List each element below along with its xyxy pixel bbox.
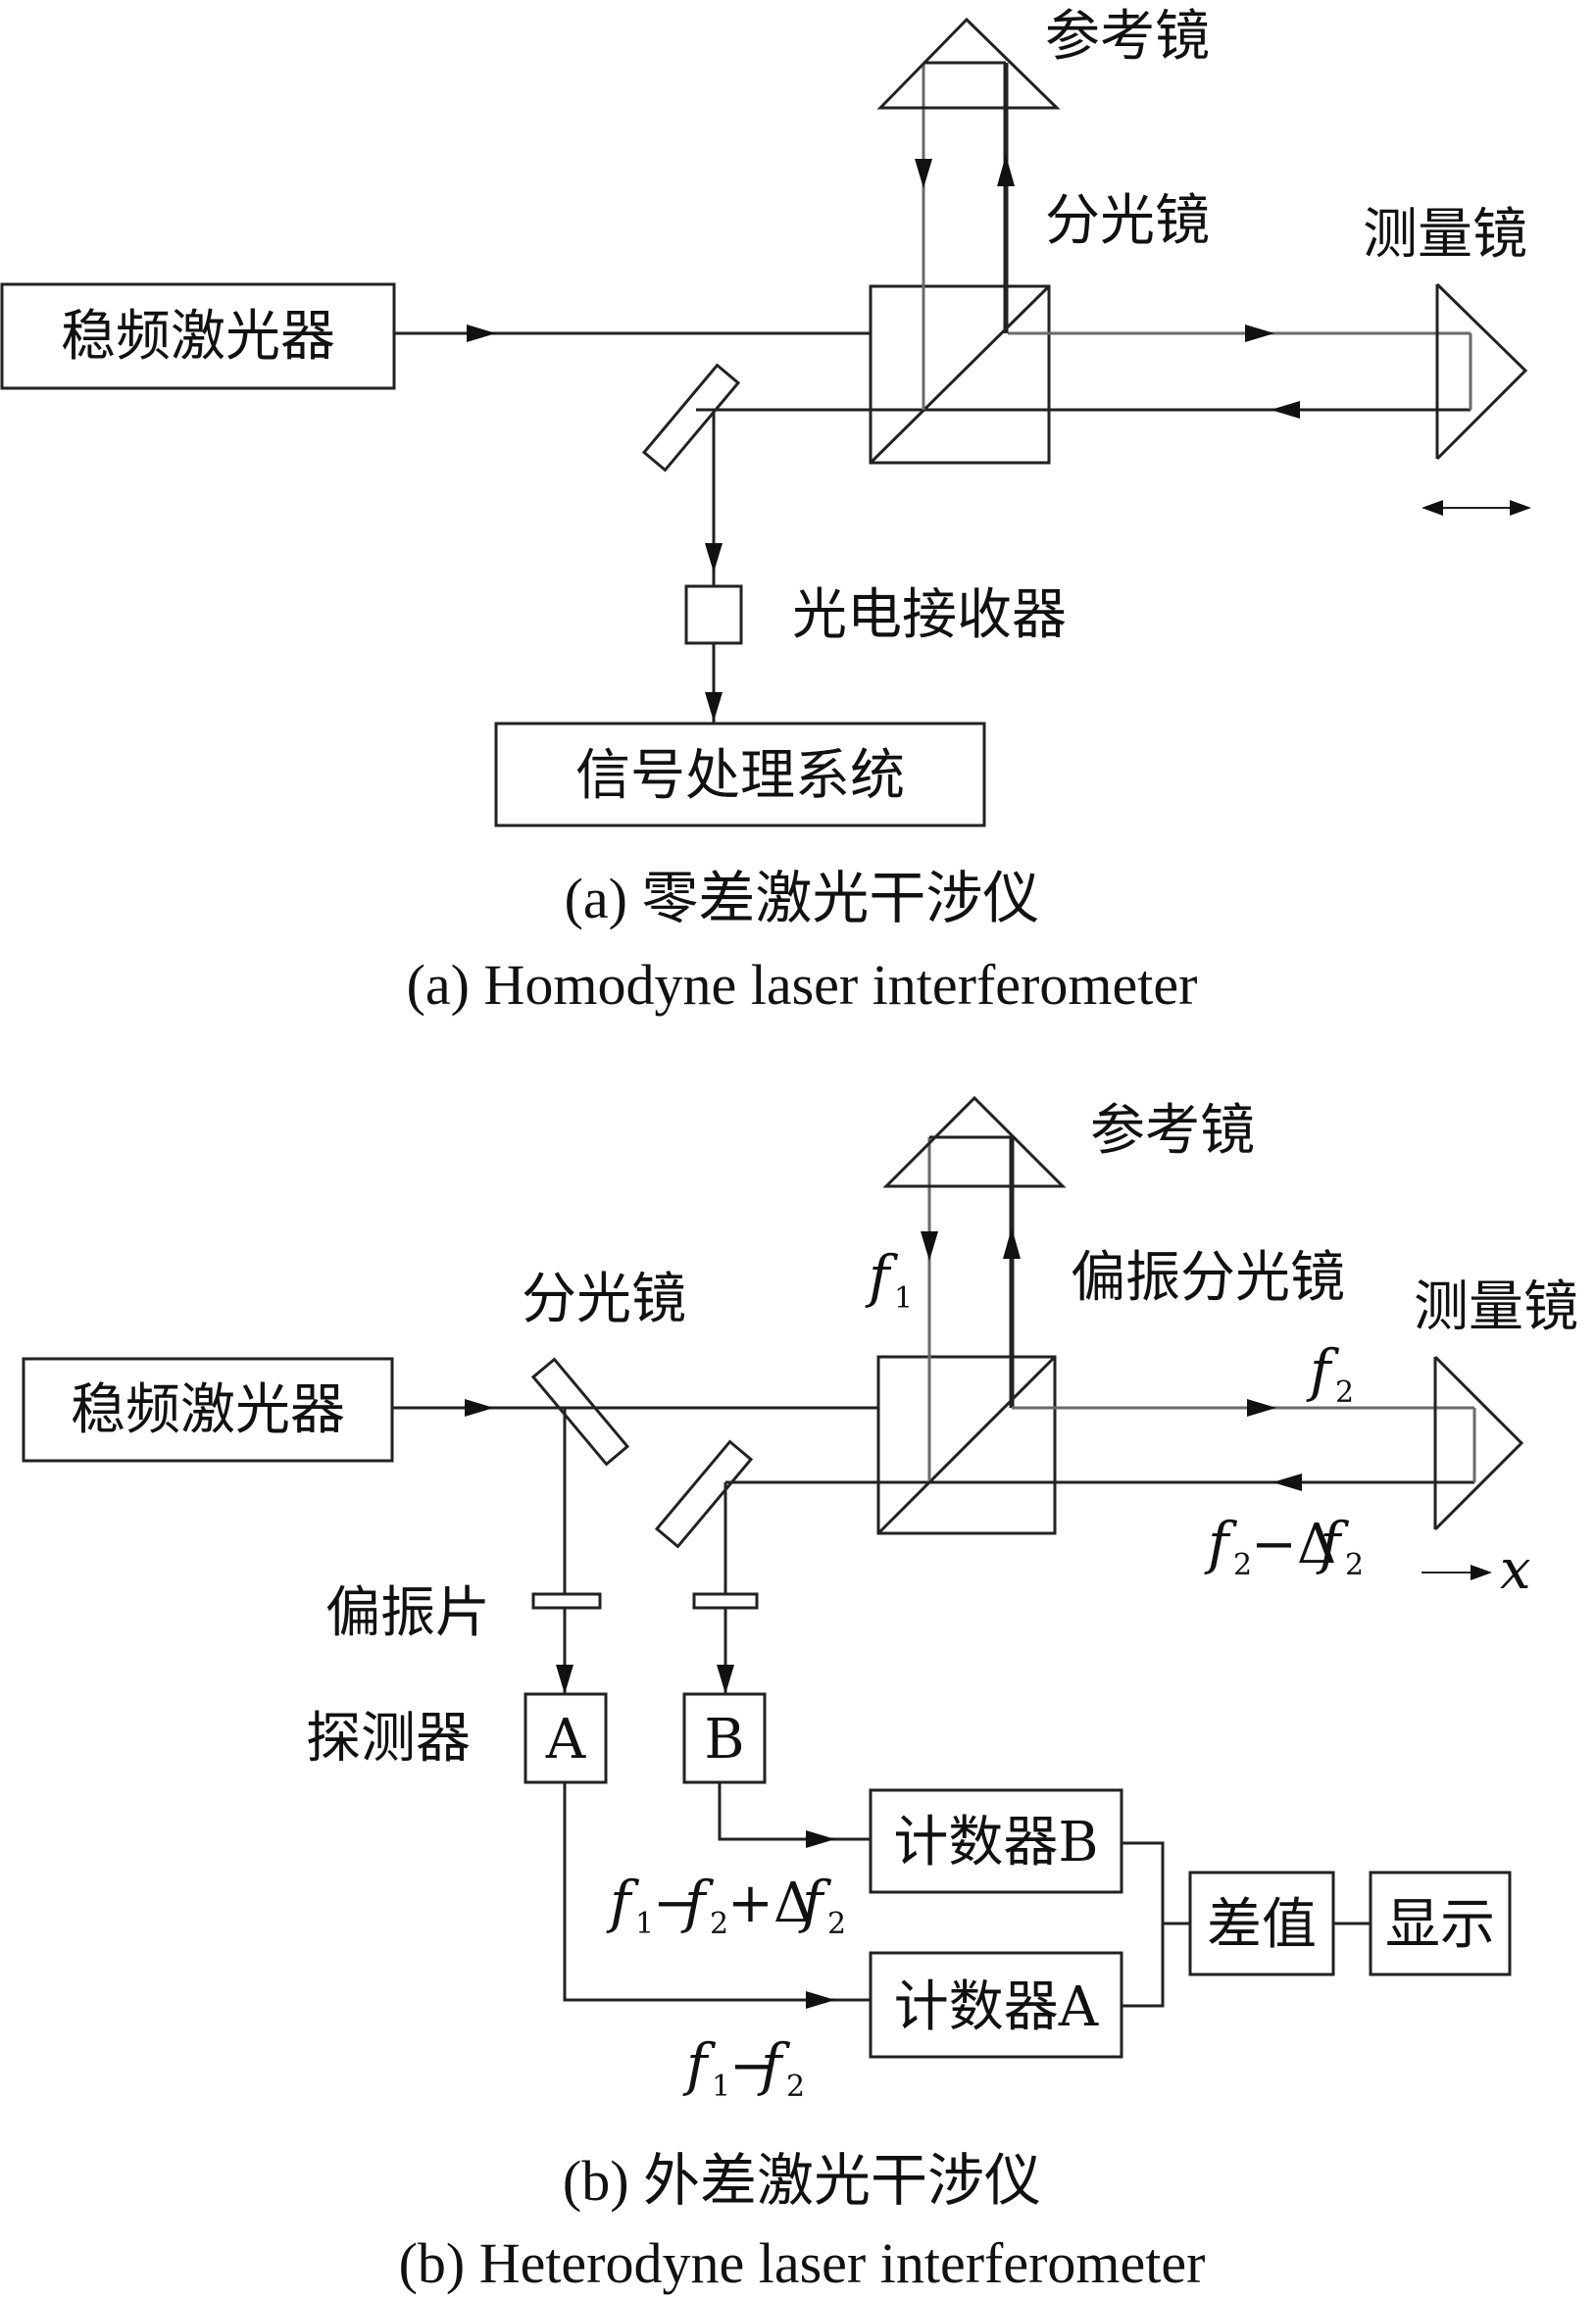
heterodyne-diagram: 稳频激光器 分光镜 偏振分光镜 参考镜 f 1 测量镜 f — [22, 1095, 1578, 2295]
measure-arrow-out-b — [1247, 1399, 1276, 1417]
reference-arrow-down-b — [921, 1231, 938, 1261]
beam-splitter-cube-a — [869, 284, 1051, 465]
measurement-mirror-b — [1433, 1355, 1524, 1531]
x-axis-label: x — [1500, 1538, 1531, 1602]
detector-label: 探测器 — [306, 1707, 471, 1771]
display-box — [1369, 1871, 1512, 1976]
caption-en-b: (b) Heterodyne laser interferometer — [399, 2231, 1206, 2295]
counter-a-label: 计数器A — [894, 1975, 1099, 2039]
reference-arrow-up-b — [1003, 1227, 1021, 1259]
motion-arrow-left-a — [1421, 500, 1443, 516]
f2-label: f 2 — [1306, 1337, 1354, 1410]
f2-minus-delta-label: f 2 −Δ f 2 — [1204, 1510, 1364, 1582]
beam-splitter-label-a: 分光镜 — [1045, 189, 1210, 253]
caption-cn-b: (b) 外差激光干涉仪 — [563, 2149, 1041, 2213]
ba-minus: − — [729, 2034, 775, 2098]
arrow-counter-a — [806, 1991, 835, 2009]
beam-arrow-a — [467, 325, 496, 342]
beam-splitter-label-b: 分光镜 — [522, 1268, 686, 1331]
pbs-diagonal-b — [876, 1355, 1057, 1535]
motion-arrow-right-a — [1510, 500, 1531, 516]
f2d-sub: 2 — [1233, 1548, 1252, 1582]
laser-box-a — [0, 282, 396, 390]
measurement-mirror-a — [1435, 282, 1528, 461]
laser-label-b: 稳频激光器 — [71, 1378, 345, 1442]
measure-arrow-return-a — [1271, 401, 1300, 419]
beat-a-label: f 1 − f 2 — [682, 2031, 805, 2104]
splitter-diagonal-a — [869, 284, 1051, 465]
detector-a-label: A — [545, 1708, 586, 1772]
reference-arrow-up-a — [997, 155, 1015, 186]
arrow-counter-b — [806, 1830, 835, 1848]
pbs-cube-b — [876, 1355, 1057, 1535]
measure-arrow-out-a — [1245, 325, 1274, 342]
bb-s1: 1 — [635, 1907, 654, 1941]
reference-mirror-label-a: 参考镜 — [1045, 5, 1210, 69]
f2-subscript: 2 — [1335, 1375, 1354, 1410]
measurement-mirror-label-a: 测量镜 — [1363, 203, 1527, 267]
x-axis-arrowhead — [1471, 1565, 1492, 1580]
f1-subscript: 1 — [894, 1281, 913, 1316]
reference-mirror-b — [882, 1095, 1067, 1188]
caption-en-a: (a) Homodyne laser interferometer — [407, 953, 1198, 1017]
link-b-counter — [718, 1782, 871, 1841]
arrow-to-a — [556, 1665, 574, 1694]
bb-s3: 2 — [827, 1907, 846, 1941]
reference-arrow-down-a — [915, 159, 932, 188]
fold-mirror-a — [641, 363, 741, 473]
ba-s1: 1 — [712, 2070, 730, 2104]
bb-minus: − — [653, 1872, 699, 1935]
pbs-label-b: 偏振分光镜 — [1071, 1246, 1345, 1310]
photo-receiver-label-a: 光电接收器 — [792, 583, 1067, 647]
signal-processor-label-a: 信号处理系统 — [575, 744, 905, 808]
counter-b — [869, 1788, 1123, 1894]
polarizer-a — [531, 1592, 602, 1610]
measurement-mirror-label-b: 测量镜 — [1414, 1275, 1578, 1339]
counter-b-label: 计数器B — [893, 1811, 1098, 1874]
beam-splitter-plate-b — [530, 1357, 630, 1467]
link-a-counter — [563, 1782, 871, 2002]
arrow-to-b — [717, 1665, 734, 1694]
reference-mirror-label-b: 参考镜 — [1090, 1099, 1255, 1163]
measure-arrow-return-b — [1272, 1474, 1302, 1491]
f2d-op: −Δ — [1251, 1513, 1336, 1576]
fold-mirror-b — [654, 1439, 754, 1549]
detector-a — [524, 1692, 608, 1784]
detector-b — [682, 1692, 767, 1784]
f1-reference-label: f 1 — [865, 1243, 913, 1316]
detector-b-label: B — [704, 1708, 744, 1772]
counter-a — [869, 1951, 1123, 2059]
counters-merge-bracket — [1122, 1841, 1165, 2008]
polarizer-b — [692, 1592, 759, 1610]
difference-box — [1188, 1871, 1335, 1976]
display-label: 显示 — [1385, 1893, 1495, 1957]
homodyne-diagram: 稳频激光器 测量镜 参考镜 分光镜 — [0, 5, 1531, 1017]
processor-arrow-a — [705, 692, 723, 722]
bb-plus-delta: +Δ — [727, 1872, 813, 1935]
bb-s2: 2 — [710, 1907, 728, 1941]
laser-label-a: 稳频激光器 — [61, 305, 335, 369]
f2d-sub2: 2 — [1345, 1548, 1364, 1582]
beat-b-label: f 1 − f 2 +Δ f 2 — [606, 1869, 846, 1941]
caption-cn-a: (a) 零差激光干涉仪 — [565, 867, 1040, 930]
ba-s2: 2 — [786, 2070, 805, 2104]
difference-label: 差值 — [1207, 1893, 1317, 1957]
input-arrow-b — [465, 1399, 494, 1417]
polarizer-label: 偏振片 — [325, 1581, 490, 1645]
laser-box-b — [22, 1357, 394, 1463]
receiver-arrow-a — [705, 543, 723, 573]
photo-receiver-a — [684, 584, 743, 645]
signal-processor-a — [494, 722, 986, 827]
